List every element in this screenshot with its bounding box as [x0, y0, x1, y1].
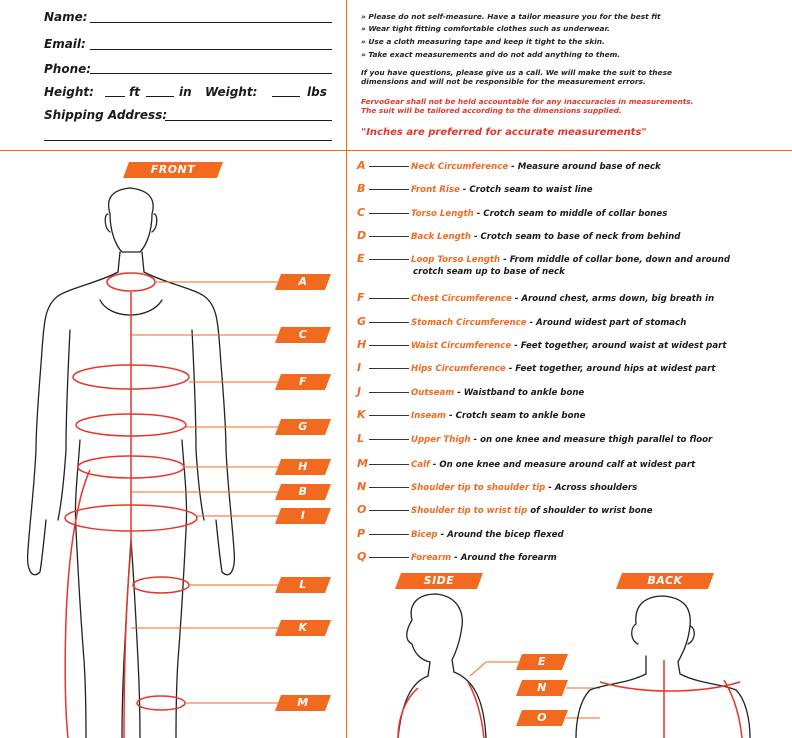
marker-h: H — [275, 459, 331, 475]
shipping-field-line2[interactable] — [44, 140, 332, 141]
back-view-label: BACK — [616, 573, 714, 589]
inches-note: "Inches are preferred for accurate measu… — [361, 127, 647, 138]
entry-blank[interactable] — [369, 415, 409, 416]
entry-blank[interactable] — [369, 464, 409, 465]
phone-label: Phone: — [44, 62, 92, 76]
disclaimer-line-1: FervoGear shall not be held accountable … — [361, 97, 694, 106]
in-label: in — [179, 85, 192, 99]
entry-blank[interactable] — [369, 259, 409, 260]
marker-i: I — [275, 508, 331, 524]
marker-k: K — [275, 620, 331, 636]
height-in-field[interactable] — [146, 96, 174, 97]
marker-o: O — [516, 710, 568, 726]
entry-blank[interactable] — [369, 534, 409, 535]
entry-blank[interactable] — [369, 236, 409, 237]
vertical-divider — [346, 0, 347, 738]
marker-g: G — [275, 419, 331, 435]
entry-blank[interactable] — [369, 487, 409, 488]
questions-line-1: If you have questions, please give us a … — [361, 68, 672, 77]
email-label: Email: — [44, 37, 86, 51]
shipping-field[interactable] — [165, 120, 332, 121]
entry-blank[interactable] — [369, 322, 409, 323]
tip-4: » Take exact measurements and do not add… — [361, 50, 621, 59]
marker-e: E — [516, 654, 568, 670]
phone-field[interactable] — [90, 73, 332, 74]
lbs-label: lbs — [307, 85, 327, 99]
marker-a: A — [275, 274, 331, 290]
horizontal-divider — [0, 150, 792, 151]
disclaimer-line-2: The suit will be tailored according to t… — [361, 106, 622, 115]
tip-2: » Wear tight fitting comfortable clothes… — [361, 24, 610, 33]
name-field[interactable] — [90, 22, 332, 23]
marker-l: L — [275, 577, 331, 593]
entry-blank[interactable] — [369, 298, 409, 299]
front-leader-lines — [131, 281, 280, 704]
entry-blank[interactable] — [369, 557, 409, 558]
entry-blank[interactable] — [369, 392, 409, 393]
shipping-label: Shipping Address: — [44, 108, 168, 122]
questions-line-2: dimensions and will not be responsible f… — [361, 77, 646, 86]
marker-m: M — [275, 695, 331, 711]
marker-b: B — [275, 484, 331, 500]
tip-3: » Use a cloth measuring tape and keep it… — [361, 37, 605, 46]
marker-n: N — [516, 680, 568, 696]
marker-f: F — [275, 374, 331, 390]
entry-blank[interactable] — [369, 510, 409, 511]
side-view-label: SIDE — [395, 573, 483, 589]
weight-field[interactable] — [272, 96, 300, 97]
height-label: Height: — [44, 85, 94, 99]
email-field[interactable] — [90, 49, 332, 50]
side-body-outline — [397, 593, 487, 738]
ft-label: ft — [129, 85, 140, 99]
front-body-outline — [26, 187, 236, 738]
height-ft-field[interactable] — [105, 96, 125, 97]
marker-c: C — [275, 327, 331, 343]
entry-blank[interactable] — [369, 439, 409, 440]
weight-label: Weight: — [205, 85, 258, 99]
name-label: Name: — [44, 10, 88, 24]
front-view-label: FRONT — [123, 162, 223, 178]
entry-blank[interactable] — [369, 345, 409, 346]
entry-blank[interactable] — [369, 368, 409, 369]
entry-blank[interactable] — [369, 189, 409, 190]
entry-blank[interactable] — [369, 213, 409, 214]
back-measure-lines — [599, 660, 743, 738]
back-body-outline — [575, 595, 751, 738]
entry-blank[interactable] — [369, 166, 409, 167]
tip-1: » Please do not self-measure. Have a tai… — [361, 12, 661, 21]
side-measure-lines — [397, 681, 485, 738]
